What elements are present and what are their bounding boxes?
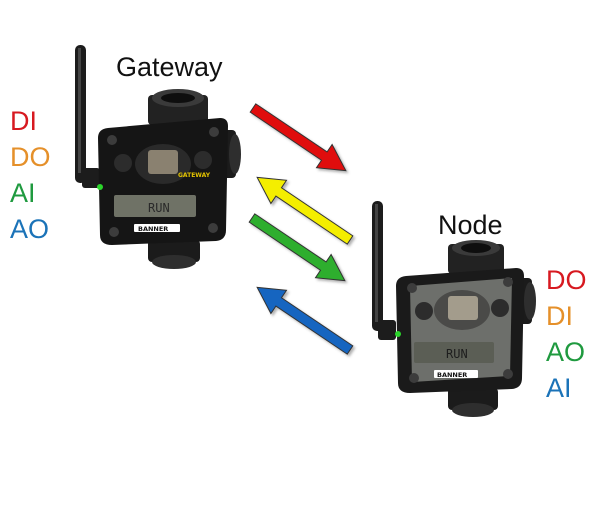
gateway-brand: BANNER (138, 225, 168, 233)
arrow-yellow-node-to-gateway (256, 176, 354, 245)
arrow-blue-node-to-gateway (256, 286, 354, 355)
arrow-red-gateway-to-node (249, 103, 347, 172)
node-signal-ao: AO (546, 337, 586, 367)
gateway-label: Gateway (116, 52, 223, 82)
gateway-signal-do: DO (10, 142, 51, 172)
gateway-signal-ai: AI (10, 178, 36, 208)
node-signal-di: DI (546, 301, 573, 331)
arrow-green-gateway-to-node (248, 213, 346, 282)
gateway-signal-ao: AO (10, 214, 50, 244)
node-label: Node (438, 210, 503, 240)
gateway-device-icon: GATEWAY RUN BANNER (75, 45, 241, 269)
node-brand: BANNER (437, 371, 467, 379)
node-signal-ai: AI (546, 373, 572, 403)
gateway-screen-text: RUN (148, 201, 170, 215)
node-device-icon: RUN BANNER (372, 201, 536, 417)
node-screen-text: RUN (446, 347, 468, 361)
gateway-badge: GATEWAY (178, 172, 211, 179)
gateway-signal-di: DI (10, 106, 37, 136)
node-signal-do: DO (546, 265, 587, 295)
